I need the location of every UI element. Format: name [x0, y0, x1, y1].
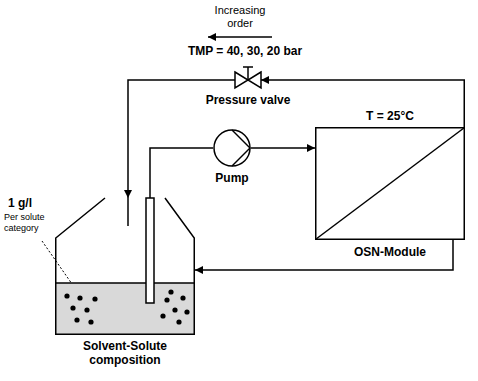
tmp-label: TMP = 40, 30, 20 bar: [140, 44, 350, 58]
module-box: [316, 128, 465, 240]
flow-line: [150, 148, 213, 198]
valve-handle: [243, 66, 253, 68]
solute-particle: [84, 307, 89, 312]
valve-wing: [248, 72, 261, 88]
module-outline: [315, 127, 465, 240]
membrane-line: [316, 128, 465, 240]
connector-layer: [128, 80, 464, 270]
solute-particle: [74, 317, 79, 322]
pump-circle: [214, 130, 250, 166]
pump-label: Pump: [215, 171, 248, 185]
note-label: Per solute category: [4, 212, 68, 234]
order-label: Increasing order: [205, 4, 275, 30]
valve-wing: [235, 72, 248, 88]
vessel-outline: [56, 198, 195, 334]
liquid: [56, 283, 194, 334]
module-label: OSN-Module: [354, 245, 426, 259]
solute-particle: [160, 313, 165, 318]
pressure-valve: Pressure valve: [235, 72, 261, 88]
flow-line: [251, 147, 315, 149]
flow-line: [195, 240, 453, 270]
solute-particle: [77, 295, 82, 300]
valve-label: Pressure valve: [206, 93, 291, 107]
feed-vessel: Solvent-Solute composition: [55, 198, 195, 335]
temperature-label: T = 25°C: [366, 109, 414, 123]
solute-particle: [168, 289, 173, 294]
concentration-label: 1 g/l: [8, 196, 58, 210]
solute-particle: [176, 319, 181, 324]
solute-particle: [88, 319, 93, 324]
solute-particle: [172, 307, 177, 312]
solute-particle: [70, 305, 75, 310]
pump-outline: [213, 129, 251, 167]
suction-pipe: [146, 198, 154, 303]
osn-module: T = 25°COSN-Module: [315, 127, 465, 240]
flow-line: [261, 80, 464, 127]
pump-chevron: [232, 148, 250, 166]
pump-symbol: Pump: [213, 129, 251, 167]
solute-particle: [180, 295, 185, 300]
order-arrow: [208, 36, 272, 37]
solute-particle: [92, 296, 97, 301]
liquid-surface: [56, 282, 194, 284]
solute-particle: [64, 293, 69, 298]
valve-stem: [247, 67, 249, 80]
vessel-outline: [55, 198, 195, 335]
vessel-label: Solvent-Solute composition: [60, 339, 190, 367]
return-pipe: [127, 198, 129, 226]
solute-particle: [164, 297, 169, 302]
valve-outline: [235, 72, 261, 88]
solute-particle: [184, 309, 189, 314]
static-layer: [42, 37, 272, 294]
pump-chevron: [232, 130, 250, 148]
